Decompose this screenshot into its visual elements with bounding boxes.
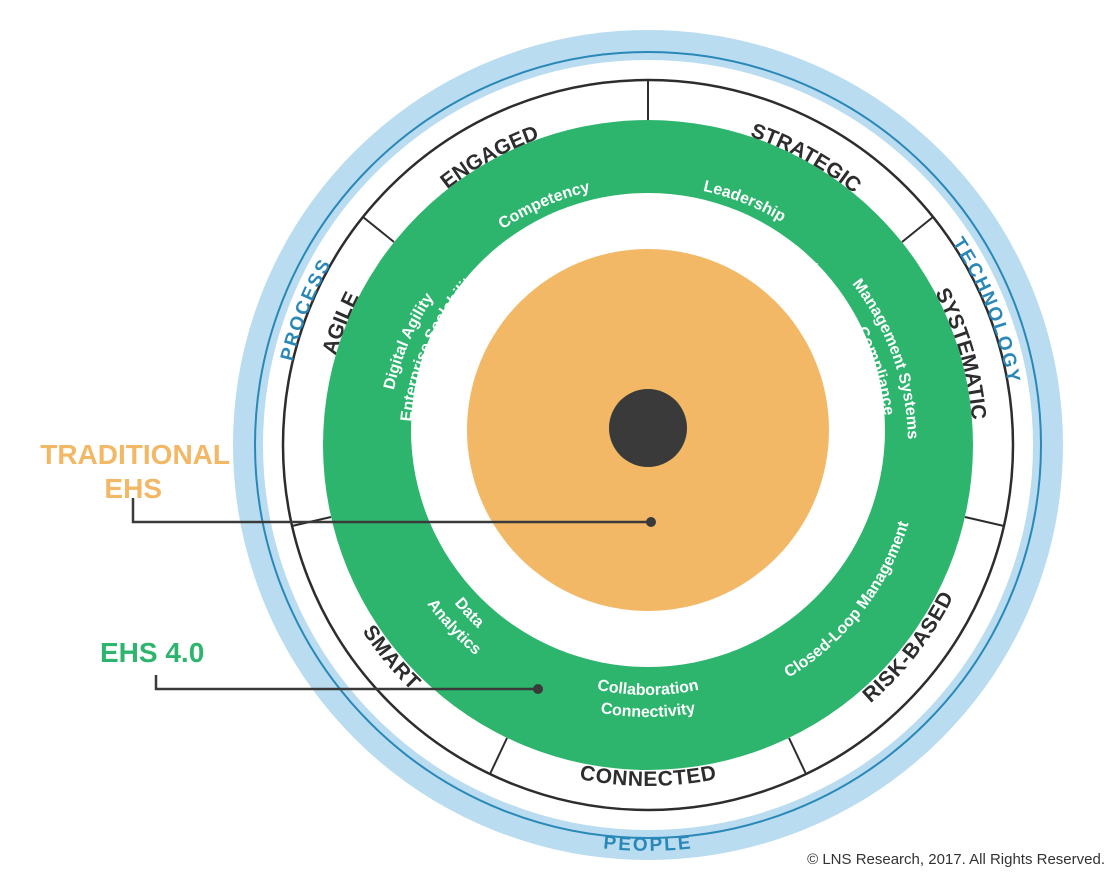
ehs4-label: EHS 4.0 (100, 637, 205, 668)
traditional-callout (131, 498, 651, 524)
traditional-ehs-line2: EHS (104, 473, 162, 504)
outer-band-line (254, 51, 1042, 839)
traditional-ehs-line1: TRADITIONAL (40, 439, 230, 470)
people-label: PEOPLE (602, 832, 693, 855)
theme-connected-1: Collaboration (596, 677, 700, 699)
core-dot (609, 389, 687, 467)
traditional-callout-dot (646, 517, 656, 527)
ehs4-callout (154, 675, 538, 691)
copyright-notice: © LNS Research, 2017. All Rights Reserve… (807, 851, 1105, 868)
theme-connected-2: Connectivity (600, 700, 697, 721)
outer-band (233, 30, 1063, 860)
traditional-ehs-label: TRADITIONAL EHS (30, 438, 230, 506)
ehs4-callout-dot (533, 684, 543, 694)
